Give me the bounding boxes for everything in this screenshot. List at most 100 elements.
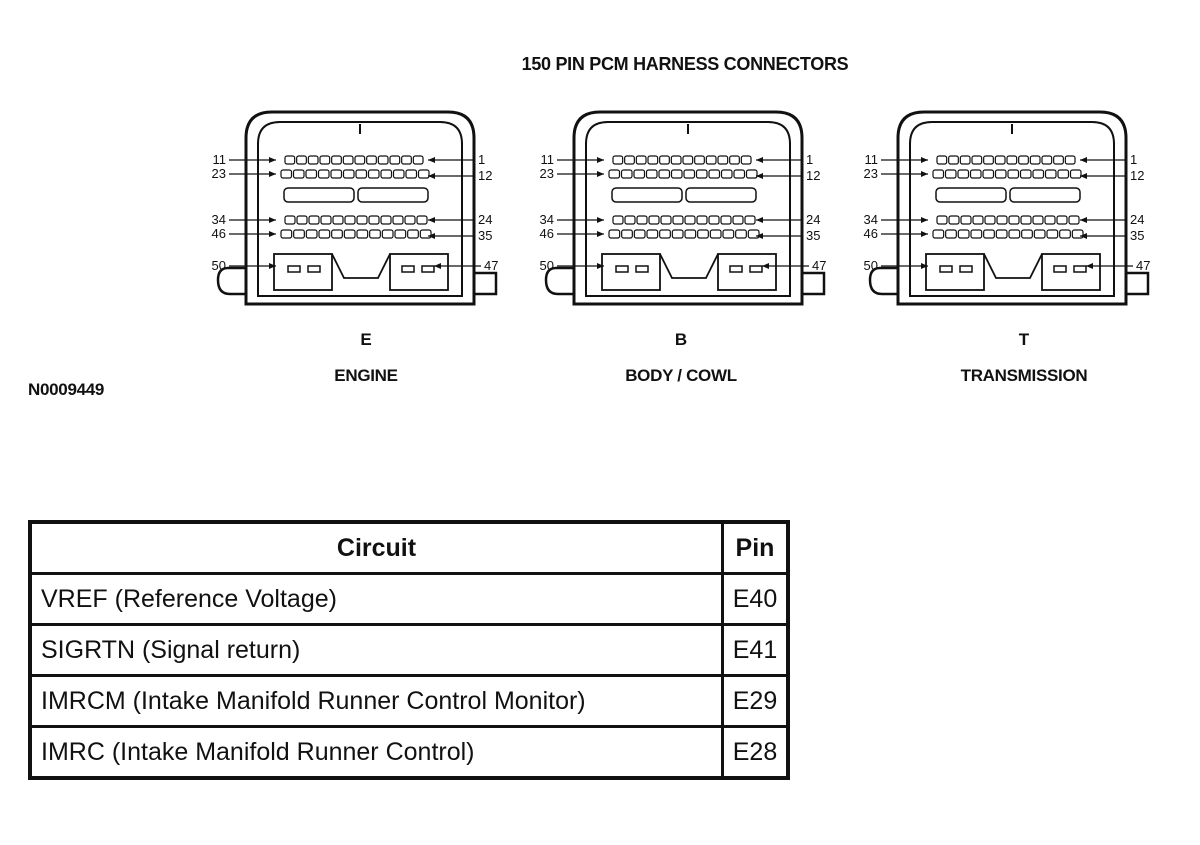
pin-cell: E41 [721, 623, 790, 677]
pin-cavity [620, 169, 633, 179]
pin-cavity [1018, 155, 1029, 165]
pin-label-12: 12 [478, 168, 492, 183]
pin-cavity [1008, 229, 1021, 239]
pin-cavity [971, 155, 983, 165]
pin-cavity [672, 215, 684, 225]
pin-cavity [745, 169, 758, 179]
pin-cavity [659, 155, 670, 165]
pin-cavity [983, 229, 995, 239]
pin-cavity [645, 169, 658, 179]
pin-label-11: 11 [865, 152, 879, 167]
pin-cavity [1033, 229, 1046, 239]
pin-cavity [970, 229, 983, 239]
pin-cavity [695, 169, 708, 179]
circuit-cell: IMRCM (Intake Manifold Runner Control Mo… [28, 674, 724, 728]
pin-cavity [717, 155, 729, 165]
table-row: IMRCM (Intake Manifold Runner Control Mo… [28, 674, 790, 728]
pin-cavity [709, 229, 722, 239]
pin-label-46: 46 [864, 226, 878, 241]
pin-cavity [405, 169, 418, 179]
pin-cavity [1059, 229, 1071, 239]
pin-cavity [708, 169, 721, 179]
pin-cavity [389, 155, 401, 165]
pin-cavity [1041, 155, 1053, 165]
pin-label-24: 24 [806, 212, 820, 227]
pin-label-50: 50 [540, 258, 554, 273]
pin-cavity [342, 155, 354, 165]
pin-cavity [356, 215, 368, 225]
pin-label-34: 34 [212, 212, 226, 227]
pin-cavity [412, 155, 424, 165]
pin-cavity [621, 229, 633, 239]
pin-cavity [368, 215, 380, 225]
pin-label-35: 35 [806, 228, 820, 243]
pin-cavity [343, 229, 356, 239]
pin-cavity [1044, 169, 1057, 179]
connector-letter-body: B [674, 330, 688, 349]
pin-label-35: 35 [1130, 228, 1144, 243]
pin-cavity [624, 155, 635, 165]
pin-cavity [280, 229, 293, 239]
pin-cavity [660, 215, 672, 225]
pin-cavity [1056, 215, 1068, 225]
pin-cavity [1064, 155, 1076, 165]
pin-cavity [380, 169, 393, 179]
pin-cavity [720, 169, 733, 179]
pin-cavity [982, 169, 995, 179]
pin-label-46: 46 [540, 226, 554, 241]
pin-cavity [670, 155, 682, 165]
pin-cavity [747, 229, 760, 239]
pin-cavity [292, 169, 305, 179]
pin-cavity [319, 155, 331, 165]
pin-cavity [612, 215, 624, 225]
pin-cavity [354, 155, 366, 165]
pin-label-24: 24 [478, 212, 492, 227]
circuit-cell: SIGRTN (Signal return) [28, 623, 724, 677]
pin-cavity [305, 169, 318, 179]
pin-cavity [684, 215, 696, 225]
pin-cavity [417, 169, 430, 179]
pin-cavity [392, 169, 405, 179]
pin-cavity [1032, 169, 1045, 179]
diagram-title-text: 150 PIN PCM HARNESS CONNECTORS [521, 54, 849, 74]
circuit-pin-table: Circuit Pin VREF (Reference Voltage) E40… [28, 520, 790, 780]
circuit-cell: VREF (Reference Voltage) [28, 572, 724, 626]
pin-cavity [367, 169, 380, 179]
pin-cavity [697, 229, 709, 239]
pin-cavity [1021, 229, 1033, 239]
pin-cavity [994, 169, 1007, 179]
pin-cavity [948, 155, 959, 165]
table-row: VREF (Reference Voltage) E40 [28, 572, 790, 626]
pin-cavity [646, 229, 659, 239]
pin-cavity [284, 215, 296, 225]
pin-cavity [972, 215, 984, 225]
connector-name-transmission: TRANSMISSION [960, 366, 1088, 385]
pin-cavity [624, 215, 636, 225]
pin-label-50: 50 [212, 258, 226, 273]
pin-cavity [404, 215, 416, 225]
figure-id: N0009449 [28, 380, 105, 399]
pin-cavity [380, 215, 392, 225]
pin-cavity [320, 215, 332, 225]
pin-label-50: 50 [864, 258, 878, 273]
pin-cavity [948, 215, 960, 225]
pin-cavity [720, 215, 732, 225]
pin-label-1: 1 [806, 152, 813, 167]
table-row: SIGRTN (Signal return) E41 [28, 623, 790, 677]
pin-cavity [369, 229, 381, 239]
pin-cavity [1029, 155, 1041, 165]
pin-cavity [684, 229, 697, 239]
connector-shell [244, 110, 476, 306]
pin-label-23: 23 [212, 166, 226, 181]
pin-cavity [936, 155, 948, 165]
pin-cavity [984, 215, 996, 225]
pin-cavity [683, 169, 696, 179]
pin-cavity [957, 229, 970, 239]
connector-shell [896, 110, 1128, 306]
pin-cavity [694, 155, 705, 165]
pin-cavity [705, 155, 717, 165]
pin-cavity [1044, 215, 1056, 225]
pin-label-12: 12 [1130, 168, 1144, 183]
